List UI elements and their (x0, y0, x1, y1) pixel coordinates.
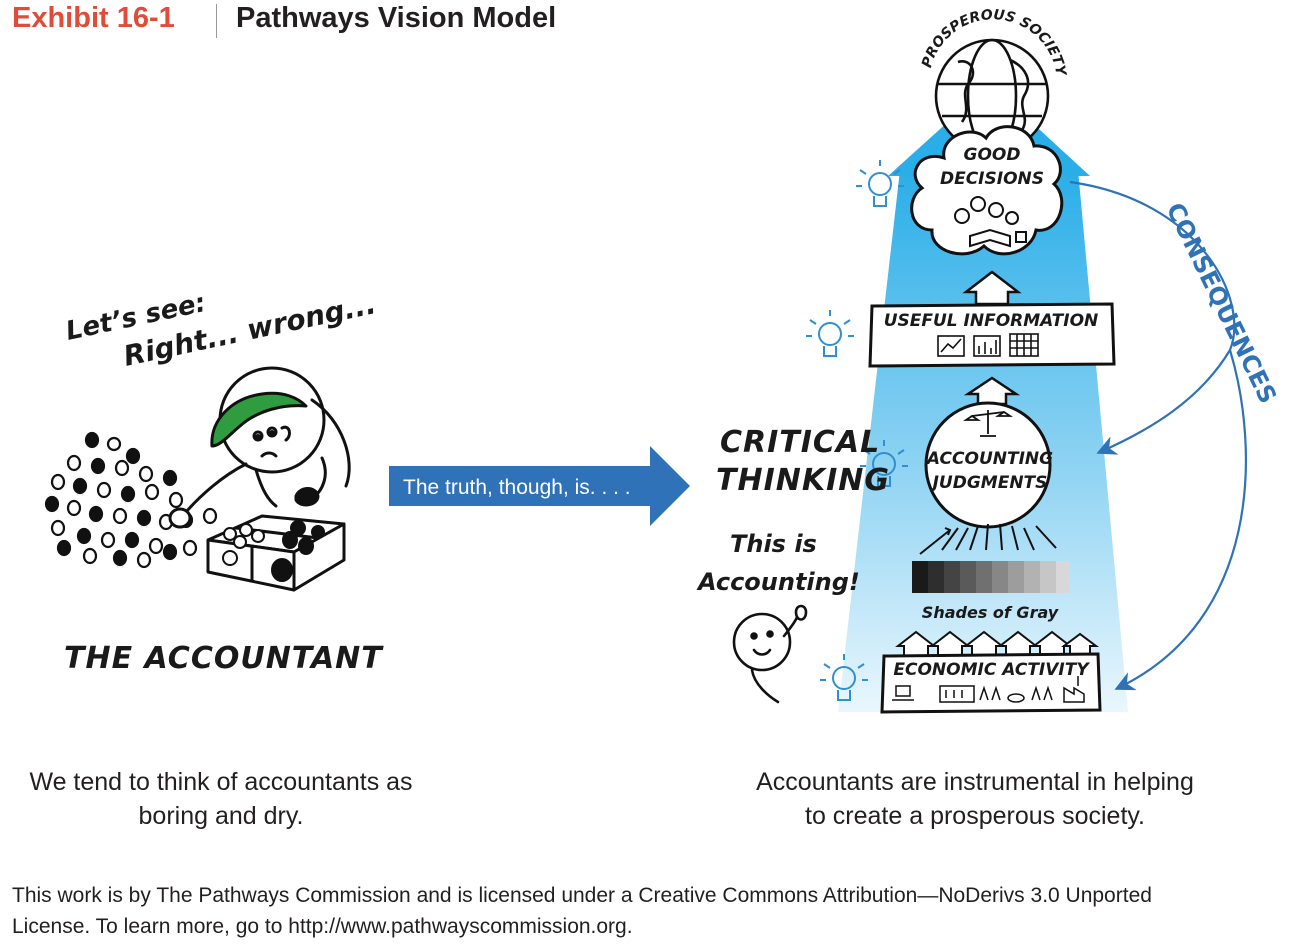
beans-pile (44, 431, 218, 569)
right-caption-line-1: Accountants are instrumental in helping (756, 768, 1194, 796)
shades-of-gray-label: Shades of Gray (922, 603, 1059, 622)
useful-information-box: USEFUL INFORMATION (868, 302, 1116, 368)
good-decisions-line-2: DECISIONS (940, 169, 1044, 189)
accountant-label: THE ACCOUNTANT (64, 641, 384, 676)
good-decisions-cloud: GOOD DECISIONS (910, 125, 1064, 256)
judgments-line-2: JUDGMENTS (930, 473, 1048, 493)
report-icons (937, 333, 1039, 357)
left-caption-line-1: We tend to think of accountants as (29, 768, 413, 796)
speech-text: Let’s see: Right... wrong... (63, 287, 379, 373)
lightbulb-icon-3 (860, 440, 908, 487)
scales-icon (963, 410, 1013, 437)
lightbulb-icon-2 (806, 310, 854, 357)
sorting-tray (206, 514, 346, 592)
critical-thinking-line-1: CRITICAL (720, 425, 880, 460)
license-line-1: This work is by The Pathways Commission … (12, 884, 1152, 907)
left-caption-line-2: boring and dry. (138, 802, 304, 830)
shades-of-gray-swatch (912, 561, 1070, 593)
this-is-line-1: This is (730, 530, 817, 558)
judgments-line-1: ACCOUNTING (925, 449, 1053, 469)
lightbulb-icon-1 (856, 160, 904, 207)
truth-arrow-label: The truth, though, is. . . . (403, 476, 631, 499)
good-decisions-line-1: GOOD (964, 145, 1021, 165)
economic-activity-box: ECONOMIC ACTIVITY (880, 652, 1102, 714)
up-arrow-1 (963, 376, 1021, 406)
truth-arrow: The truth, though, is. . . . (389, 446, 690, 526)
accountant-figure (168, 366, 351, 529)
happy-person-figure (732, 604, 808, 704)
up-arrow-2 (962, 270, 1022, 306)
economic-up-arrows (895, 630, 1099, 657)
exhibit-label: Exhibit 16-1 (12, 2, 175, 34)
useful-information-label: USEFUL INFORMATION (884, 311, 1099, 331)
people-icon (954, 196, 1027, 248)
exhibit-title: Pathways Vision Model (236, 2, 557, 34)
accounting-judgments-circle: ACCOUNTING JUDGMENTS (924, 401, 1053, 529)
economic-activity-label: ECONOMIC ACTIVITY (893, 660, 1090, 680)
license-footer: This work is by The Pathways Commission … (12, 880, 1294, 942)
consequences-arrows (1069, 180, 1247, 691)
critical-thinking-line-2: THINKING (716, 463, 890, 498)
input-arrows (919, 523, 1057, 555)
consequences-label: CONSEQUENCES (1161, 198, 1282, 408)
economy-icons (892, 676, 1085, 703)
lightbulb-icons (806, 160, 908, 701)
license-line-2: License. To learn more, go to http://www… (12, 915, 633, 938)
right-caption: Accountants are instrumental in helping … (705, 765, 1245, 833)
this-is-line-2: Accounting! (696, 568, 860, 596)
lightbulb-icon-4 (820, 654, 868, 701)
left-caption: We tend to think of accountants as borin… (0, 765, 442, 833)
right-caption-line-2: to create a prosperous society. (805, 802, 1145, 830)
header-divider (216, 4, 217, 38)
